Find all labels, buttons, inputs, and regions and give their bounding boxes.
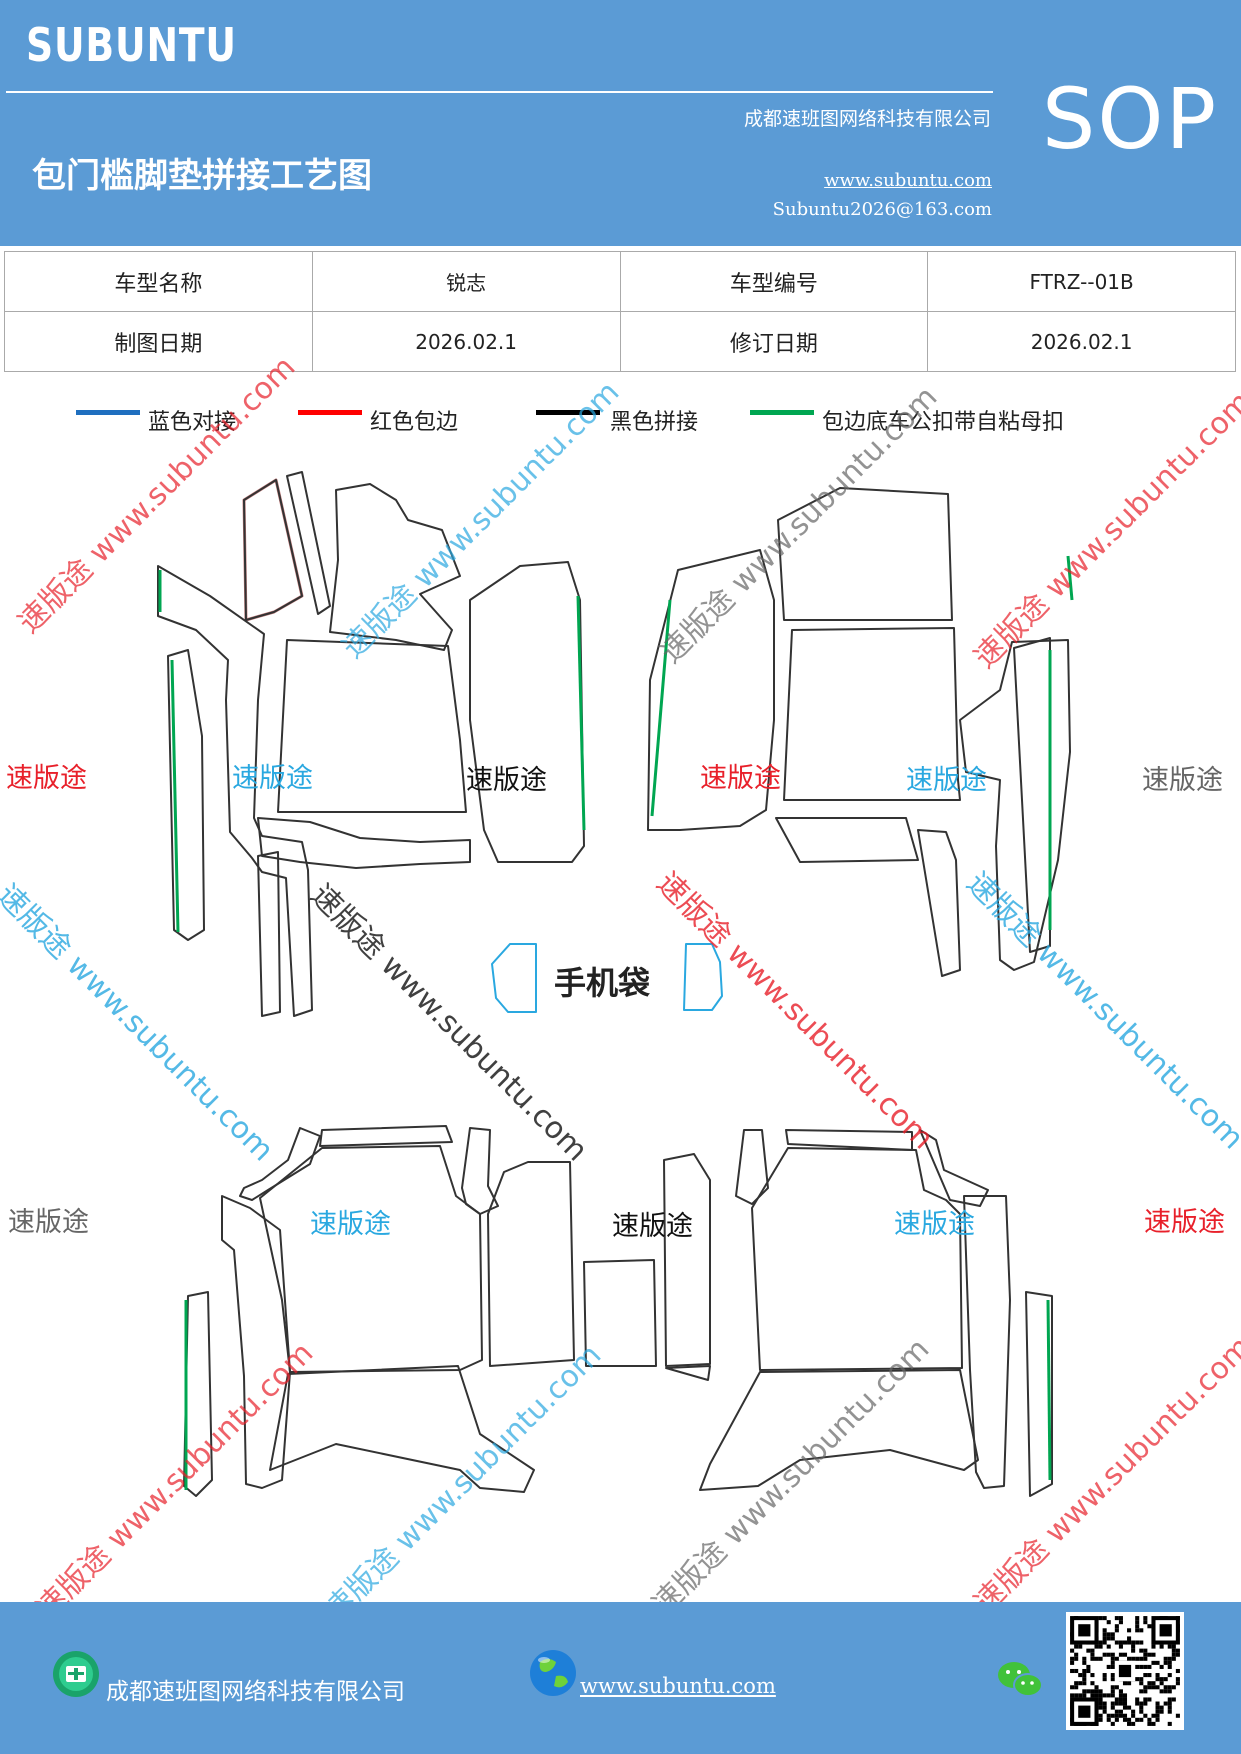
table-row: 车型名称 锐志 车型编号 FTRZ--01B: [4, 251, 1236, 312]
watermark-label: 速版途: [1142, 765, 1223, 796]
wechat-icon[interactable]: [996, 1658, 1044, 1702]
watermark-label: 速版途: [8, 1207, 89, 1238]
watermark-label: 速版途: [1144, 1207, 1225, 1238]
header-email: Subuntu2026@163.com: [772, 199, 992, 220]
revise-date-value: 2026.02.1: [927, 311, 1236, 372]
mat-piece-front-left: [157, 471, 585, 1017]
draw-date-label: 制图日期: [4, 311, 313, 372]
watermark-label: 速版途: [310, 1209, 391, 1240]
watermark-label: 速版途: [612, 1211, 693, 1242]
legend-label: 黑色拼接: [610, 410, 699, 435]
footer-website-link[interactable]: www.subuntu.com: [580, 1674, 776, 1698]
legend-swatch: [750, 410, 814, 415]
company-icon: [53, 1651, 99, 1697]
info-table: 车型名称 锐志 车型编号 FTRZ--01B 制图日期 2026.02.1 修订…: [4, 251, 1236, 372]
sop-label: SOP: [1042, 70, 1219, 168]
phone-pocket-pieces: [491, 943, 723, 1013]
qr-code-pattern: [1066, 1612, 1184, 1730]
legend-label: 红色包边: [370, 410, 459, 435]
brand-logo: SUBUNTU: [26, 18, 237, 72]
mat-piece-rear-right: [665, 1129, 1053, 1497]
phone-pocket-label: 手机袋: [554, 964, 651, 1002]
legend-label: 包边底车公扣带自粘母扣: [822, 410, 1065, 435]
mat-pieces-svg: [157, 471, 1074, 1497]
footer-company: 成都速班图网络科技有限公司: [106, 1679, 405, 1705]
watermark-label: 速版途: [466, 765, 547, 796]
legend-swatch: [76, 410, 140, 415]
draw-date-value: 2026.02.1: [311, 311, 621, 372]
header-banner: SUBUNTU 成都速班图网络科技有限公司 包门槛脚垫拼接工艺图 www.sub…: [0, 0, 1241, 246]
watermark-label: 速版途: [232, 763, 313, 794]
document-title: 包门槛脚垫拼接工艺图: [32, 156, 372, 196]
legend-swatch: [298, 410, 362, 415]
mat-piece-tunnel: [583, 1153, 711, 1367]
globe-icon: [530, 1650, 576, 1696]
model-code-label: 车型编号: [619, 251, 929, 312]
header-company: 成都速班图网络科技有限公司: [743, 108, 991, 130]
watermark-label: 速版途: [6, 763, 87, 794]
header-website-link[interactable]: www.subuntu.com: [824, 170, 992, 191]
mat-piece-rear-left: [183, 1125, 575, 1497]
legend-label: 蓝色对接: [148, 410, 237, 435]
floor-mat-diagram: 速版途 www.subuntu.com 速版途 www.subuntu.com …: [0, 350, 1241, 1629]
revise-date-label: 修订日期: [619, 311, 929, 372]
footer-banner: 成都速班图网络科技有限公司 www.subuntu.com: [0, 1602, 1241, 1754]
qr-code[interactable]: [1066, 1612, 1184, 1730]
legend-swatch: [536, 410, 600, 415]
table-row: 制图日期 2026.02.1 修订日期 2026.02.1: [4, 311, 1236, 372]
model-name-label: 车型名称: [4, 251, 313, 312]
watermark-label: 速版途: [906, 765, 987, 796]
watermark-label: 速版途: [894, 1209, 975, 1240]
green-edge-strips: [158, 555, 1074, 1490]
watermark-label: 速版途: [700, 763, 781, 794]
model-name-value: 锐志: [311, 251, 621, 312]
mat-piece-front-right: [647, 487, 1071, 977]
header-divider: [6, 91, 993, 93]
model-code-value: FTRZ--01B: [927, 251, 1236, 312]
